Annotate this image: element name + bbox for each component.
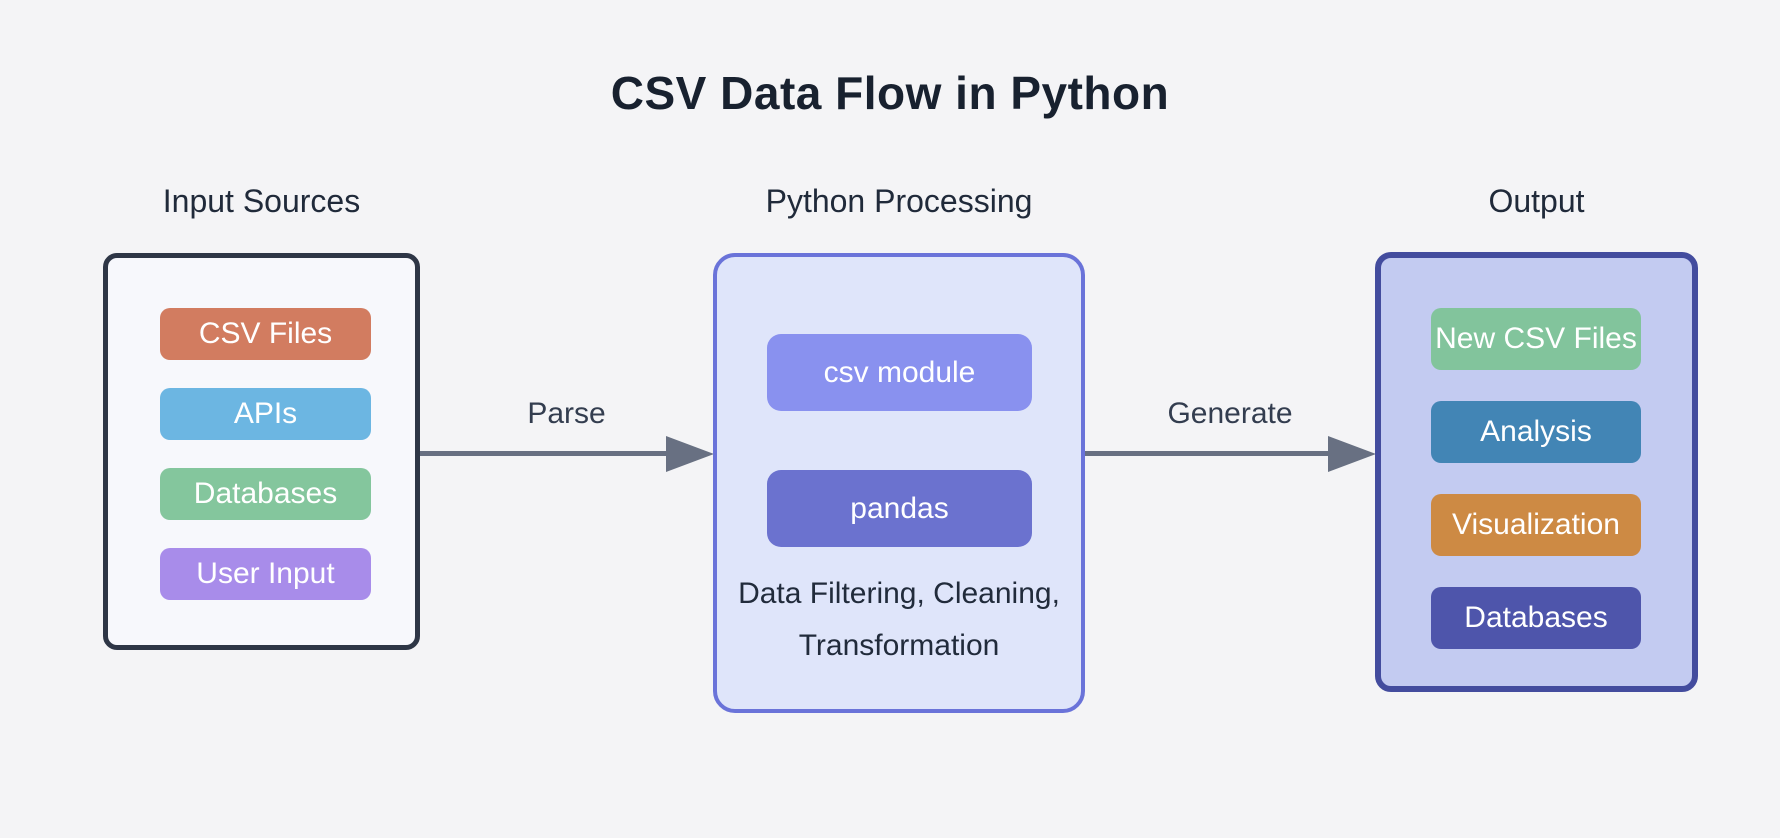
node-databases-output-label: Databases xyxy=(1464,601,1608,634)
processing-note-line2: Transformation xyxy=(798,629,1000,662)
node-new-csv-files: New CSV Files xyxy=(1431,308,1641,370)
node-user-input: User Input xyxy=(160,548,371,600)
node-analysis: Analysis xyxy=(1431,401,1641,463)
node-csv-module-label: csv module xyxy=(823,355,976,389)
node-analysis-label: Analysis xyxy=(1480,415,1592,448)
node-user-input-label: User Input xyxy=(196,557,335,590)
arrow-parse-head-icon xyxy=(666,436,714,472)
arrow-parse-line xyxy=(420,451,668,456)
node-apis: APIs xyxy=(160,388,371,440)
node-new-csv-files-label: New CSV Files xyxy=(1435,322,1637,355)
arrow-parse-label: Parse xyxy=(527,397,606,430)
node-csv-files-label: CSV Files xyxy=(198,317,333,350)
group-box-output: New CSV Files Analysis Visualization Dat… xyxy=(1375,252,1698,692)
processing-note-line1: Data Filtering, Cleaning, xyxy=(738,577,1060,610)
arrow-generate-label: Generate xyxy=(1167,397,1293,430)
group-box-python-processing: csv module pandas Data Filtering, Cleani… xyxy=(713,253,1085,713)
arrow-generate-head-icon xyxy=(1328,436,1376,472)
group-label-python-processing: Python Processing xyxy=(765,183,1033,219)
node-databases-input: Databases xyxy=(160,468,371,520)
arrow-generate-line xyxy=(1085,451,1330,456)
node-databases-output: Databases xyxy=(1431,587,1641,649)
node-visualization: Visualization xyxy=(1431,494,1641,556)
group-label-input-sources: Input Sources xyxy=(162,183,361,219)
node-csv-files: CSV Files xyxy=(160,308,371,360)
node-apis-label: APIs xyxy=(233,397,298,430)
node-pandas-label: pandas xyxy=(850,491,949,525)
node-visualization-label: Visualization xyxy=(1452,508,1620,541)
node-csv-module: csv module xyxy=(767,334,1032,411)
group-label-output: Output xyxy=(1488,183,1585,219)
diagram-title: CSV Data Flow in Python xyxy=(610,67,1170,119)
node-pandas: pandas xyxy=(767,470,1032,547)
group-box-input-sources: CSV Files APIs Databases User Input xyxy=(103,253,420,650)
node-databases-input-label: Databases xyxy=(193,477,338,510)
